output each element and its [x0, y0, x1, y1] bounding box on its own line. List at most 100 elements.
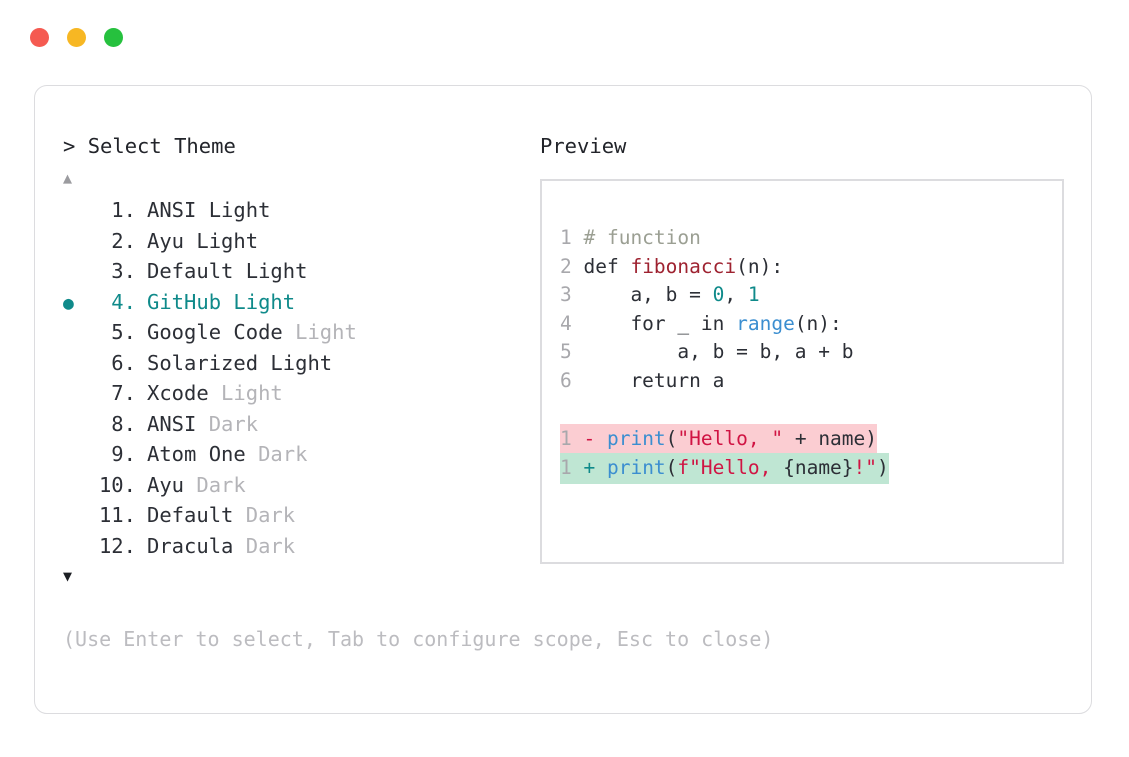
theme-list-item[interactable]: 3. Default Light — [63, 256, 533, 287]
diff-plus-icon: + — [583, 455, 607, 479]
prompt-title: Select Theme — [87, 134, 236, 158]
theme-list-item[interactable]: 1. ANSI Light — [63, 195, 533, 226]
theme-item-variant: Light — [282, 320, 357, 344]
theme-list-item[interactable]: 2. Ayu Light — [63, 226, 533, 257]
code-token: return a — [583, 368, 725, 392]
code-token: !" — [853, 455, 878, 479]
theme-item-number: 3. — [98, 259, 136, 283]
diff-line-number: 1 — [560, 427, 584, 450]
code-token: a, b = b, a + b — [583, 340, 854, 363]
maximize-dot[interactable] — [104, 28, 123, 47]
theme-item-variant: Dark — [233, 503, 296, 527]
theme-list: 1. ANSI Light 2. Ayu Light 3. Default Light… — [63, 195, 533, 561]
theme-list-item[interactable]: 5. Google Code Light — [63, 317, 533, 348]
theme-list-item[interactable]: 7. Xcode Light — [63, 378, 533, 409]
theme-item-number: 2. — [98, 228, 136, 253]
keyboard-hint: (Use Enter to select, Tab to configure s… — [63, 627, 774, 651]
theme-item-name: Google Code — [147, 320, 283, 344]
code-line-number: 4 — [560, 311, 584, 335]
code-token: ) — [877, 455, 889, 479]
theme-item-name: Default — [147, 503, 234, 527]
code-line: 5 a, b = b, a + b — [560, 338, 1062, 367]
theme-selector-card: > Select Theme ▲ 1. ANSI Light 2. Ayu Ligh… — [34, 85, 1092, 714]
theme-item-variant: Dark — [245, 442, 308, 466]
scroll-down-icon[interactable]: ▼ — [63, 567, 73, 585]
code-token: ( — [665, 427, 678, 450]
theme-item-number: 10. — [98, 472, 136, 497]
theme-item-number: 8. — [98, 411, 136, 436]
theme-list-item[interactable]: 9. Atom One Dark — [63, 439, 533, 470]
diff-minus-icon: - — [583, 427, 607, 450]
theme-item-number: 11. — [98, 503, 136, 527]
theme-item-number: 5. — [98, 320, 136, 344]
scroll-up-icon[interactable]: ▲ — [63, 169, 73, 187]
code-token: 1 — [747, 283, 760, 306]
theme-item-variant: Dark — [196, 411, 259, 436]
code-token: (n): — [736, 254, 784, 278]
theme-item-number: 12. — [98, 533, 136, 558]
prompt-line: > Select Theme — [63, 133, 533, 159]
code-token: (n): — [794, 311, 842, 335]
theme-list-item[interactable]: 6. Solarized Light — [63, 348, 533, 379]
code-token: ( — [665, 455, 678, 479]
theme-list-item[interactable]: 8. ANSI Dark — [63, 409, 533, 440]
code-line-number: 1 — [560, 226, 584, 249]
code-line: 2 def fibonacci(n): — [560, 253, 1062, 282]
theme-item-name: Default Light — [147, 259, 308, 283]
close-dot[interactable] — [30, 28, 49, 47]
page-title — [75, 134, 87, 158]
preview-label: Preview — [540, 134, 627, 158]
theme-item-variant: Dark — [233, 533, 296, 558]
code-line: 6 return a — [560, 367, 1062, 396]
selected-bullet-icon: ● — [63, 292, 74, 314]
theme-item-name: Dracula — [147, 533, 234, 558]
theme-item-variant: Dark — [184, 472, 246, 497]
code-token: print — [606, 455, 666, 479]
diff-highlight: 1 + print(f"Hello, {name}!") — [560, 452, 889, 484]
diff-line-number: 1 — [560, 455, 584, 479]
code-token: + name) — [783, 427, 878, 450]
theme-item-name: Ayu Light — [147, 228, 259, 253]
theme-item-name: ANSI — [147, 411, 197, 436]
prompt-caret-icon: > — [63, 134, 76, 158]
theme-item-number: 9. — [98, 442, 136, 466]
code-token: for _ in — [583, 311, 737, 335]
diff-removed-line: 1 - print("Hello, " + name) — [560, 424, 1062, 456]
code-token: range — [736, 311, 795, 335]
theme-item-number: 7. — [98, 381, 136, 405]
window-titlebar — [30, 28, 123, 47]
code-gap — [560, 395, 1062, 424]
code-token: "Hello, " — [677, 427, 784, 450]
code-line-number: 3 — [560, 283, 584, 306]
theme-list-item[interactable]: 10.Ayu Dark — [63, 470, 533, 501]
code-token: a, b = — [583, 283, 713, 306]
diff-highlight: 1 - print("Hello, " + name) — [560, 424, 878, 456]
theme-item-name: ANSI Light — [147, 198, 271, 222]
theme-selector-panel: > Select Theme ▲ 1. ANSI Light 2. Ayu Ligh… — [63, 133, 533, 587]
code-token: def — [583, 254, 631, 278]
theme-item-number: 4. — [98, 289, 136, 314]
diff-added-line: 1 + print(f"Hello, {name}!") — [560, 452, 1062, 484]
theme-list-item[interactable]: ● 4. GitHub Light — [63, 287, 533, 318]
code-line: 3 a, b = 0, 1 — [560, 281, 1062, 310]
theme-item-number: 1. — [98, 198, 136, 222]
code-line: 4 for _ in range(n): — [560, 310, 1062, 339]
code-token: # function — [583, 226, 701, 249]
theme-list-item[interactable]: 11. Default Dark — [63, 500, 533, 531]
code-token: , — [724, 283, 748, 306]
theme-item-name: Atom One — [147, 442, 246, 466]
theme-item-name: GitHub Light — [147, 289, 296, 314]
minimize-dot[interactable] — [67, 28, 86, 47]
theme-list-item[interactable]: 12. Dracula Dark — [63, 531, 533, 562]
code-token: {name} — [783, 455, 854, 479]
theme-item-name: Solarized Light — [147, 350, 333, 375]
code-token: f"Hello, — [677, 455, 784, 479]
theme-item-number: 6. — [98, 350, 136, 375]
theme-item-name: Xcode — [147, 381, 209, 405]
code-line-number: 5 — [560, 340, 584, 363]
code-line: 1 # function — [560, 224, 1062, 253]
theme-item-variant: Light — [208, 381, 283, 405]
